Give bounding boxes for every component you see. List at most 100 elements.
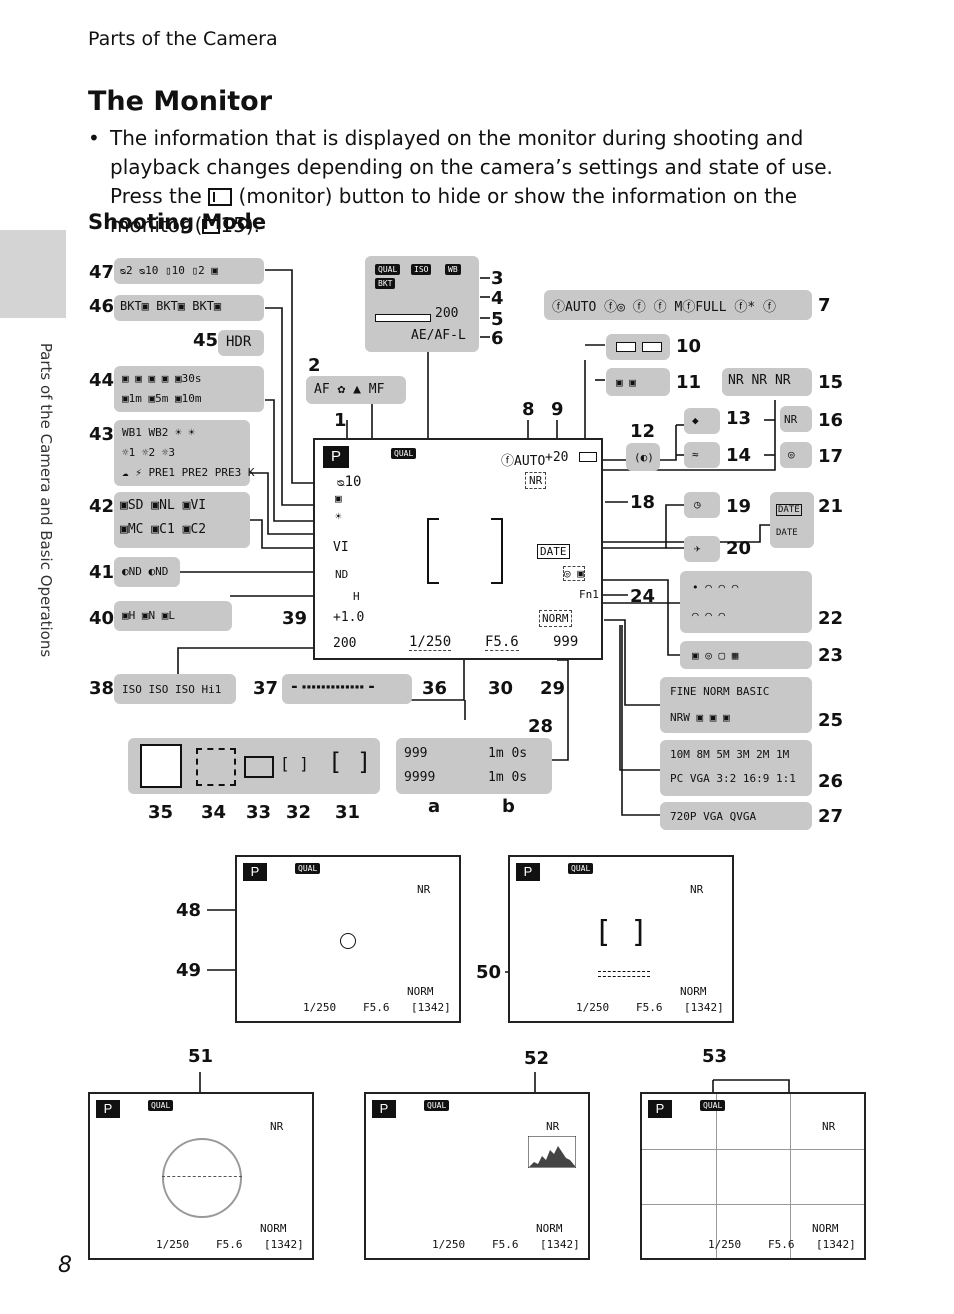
af-area-31: [ ]: [328, 748, 372, 776]
panel-exposure-meter: ▬ ▪▪▪▪▪▪▪▪▪▪▪▪▪ ▬: [282, 674, 412, 704]
mini-screen-53: P QUAL NR NORM [1342] 1/250 F5.6: [640, 1092, 866, 1260]
panel-hdr: HDR: [218, 330, 264, 356]
flash-options: ⓕAUTO ⓕ◎ ⓕ ⓕ MⓕFULL ⓕ* ⓕ: [552, 300, 777, 315]
mini-mode-icon: P: [96, 1100, 120, 1118]
memory-icons: ▣ ▣: [616, 376, 636, 389]
callout-39: 39: [282, 608, 308, 629]
qual-tag: QUAL: [391, 448, 417, 459]
panel-remaining: 999 9999 1m 0s 1m 0s: [396, 738, 552, 794]
self-timer-options: ᴓ2 ᴓ10 ▯10 ▯2 ▣: [120, 264, 219, 277]
mini-screen-48-49: P QUAL NR NORM [1342] 1/250 F5.6: [235, 855, 461, 1023]
nr-options: NR NR NR: [728, 373, 791, 388]
mini-count: [1342]: [264, 1238, 304, 1251]
grid-line-v1: [716, 1094, 717, 1258]
grid-line-v2: [790, 1094, 791, 1258]
mini-shutter: 1/250: [303, 1001, 337, 1014]
panel-iso: ISO ISO ISO Hi1: [114, 674, 236, 704]
remaining-a-1: 999: [404, 746, 428, 761]
eye-fi-icon: ◎: [788, 448, 795, 461]
callout-44: 44: [89, 370, 115, 391]
motion-detect-icon: ◆: [692, 414, 699, 427]
callout-b: b: [502, 796, 515, 817]
exposure-meter-strip: [598, 971, 650, 977]
af-area-right-bracket: [491, 518, 503, 584]
callout-23: 23: [818, 645, 844, 666]
metering-options: ▣ ◎ ▢ ▦: [692, 649, 739, 662]
continuous-options: ▣ ▣ ▣ ▣ ▣30s: [122, 372, 202, 385]
movie-options: 720P VGA QVGA: [670, 810, 757, 823]
mini-screen-52: P QUAL NR NORM [1342] 1/250 F5.6: [364, 1092, 590, 1260]
tag-qual: QUAL: [375, 264, 401, 275]
bullet-part3: 15).: [220, 213, 261, 237]
flash-mode-indicator: ⓕAUTO: [501, 454, 546, 469]
mini-norm: NORM: [536, 1222, 563, 1235]
mini-mode-icon: P: [372, 1100, 396, 1118]
mini-shutter: 1/250: [432, 1238, 466, 1251]
monitor-button-icon: [208, 188, 233, 206]
mini-aperture: F5.6: [363, 1001, 390, 1014]
callout-45: 45: [193, 330, 219, 351]
af-area-32: [ ]: [280, 754, 309, 773]
iso-options: ISO ISO ISO Hi1: [122, 683, 222, 696]
mini-mode-icon: P: [648, 1100, 672, 1118]
panel-focus-mode: AF ✿ ▲ MF: [306, 376, 406, 404]
mini-nr: NR: [270, 1120, 284, 1133]
mini-nr: NR: [417, 883, 431, 896]
panel-bracketing: BKT▣ BKT▣ BKT▣: [114, 295, 264, 321]
callout-33: 33: [246, 802, 272, 823]
panel-clock: ◷: [684, 492, 720, 518]
panel-af-area: [ ] [ ]: [128, 738, 380, 794]
panel-nd-filter: ◐ND ◐ND: [114, 557, 180, 587]
panel-motion-detect: ◆: [684, 408, 720, 434]
callout-17: 17: [818, 446, 844, 467]
nd-filter-options: ◐ND ◐ND: [122, 565, 169, 578]
nr-burst-icon: NR: [784, 413, 798, 426]
panel-flash: ⓕAUTO ⓕ◎ ⓕ ⓕ MⓕFULL ⓕ* ⓕ: [544, 290, 812, 320]
mini-qual-tag: QUAL: [295, 863, 321, 874]
callout-13: 13: [726, 408, 752, 429]
date-imprint-readout: DATE: [537, 544, 570, 559]
iso-readout: 200: [333, 636, 357, 651]
callout-51: 51: [188, 1046, 214, 1067]
zoom-readout: 200: [435, 306, 459, 321]
callout-21: 21: [818, 496, 844, 517]
shutter-speed-readout: 1/250: [409, 634, 452, 651]
panel-top-info: QUAL ISO WB BKT 200 AE/AF-L: [365, 256, 479, 352]
callout-11: 11: [676, 372, 702, 393]
panel-image-quality: FINE NORM BASIC NRW ▣ ▣ ▣: [660, 677, 812, 733]
mini-qual-tag: QUAL: [568, 863, 594, 874]
panel-continuous: ▣ ▣ ▣ ▣ ▣30s ▣1m ▣5m ▣10m: [114, 366, 264, 412]
callout-27: 27: [818, 806, 844, 827]
af-area-left-bracket: [427, 518, 439, 584]
callout-9: 9: [551, 399, 564, 420]
af-area-34: [196, 748, 236, 786]
wind-noise-icon: ≈: [692, 448, 699, 461]
panel-memory: ▣ ▣: [606, 368, 670, 396]
size-row-2: PC VGA 3:2 16:9 1:1: [670, 772, 796, 785]
picture-control-row-2: ▣MC ▣C1 ▣C2: [120, 522, 207, 537]
grid-line-h1: [642, 1149, 864, 1150]
callout-41: 41: [89, 562, 115, 583]
callout-35: 35: [148, 802, 174, 823]
callout-46: 46: [89, 296, 115, 317]
callout-49: 49: [176, 960, 202, 981]
ae-af-lock: AE/AF-L: [411, 328, 466, 343]
panel-noise-reduction: NR NR NR: [722, 368, 812, 396]
callout-4: 4: [491, 288, 504, 309]
callout-52: 52: [524, 1048, 550, 1069]
callout-6: 6: [491, 328, 504, 349]
active-dlighting-icon: H: [353, 590, 360, 603]
remaining-exposures: 999: [553, 634, 579, 650]
target-circle: [340, 933, 356, 949]
date-imprint-1: DATE: [776, 504, 802, 516]
callout-14: 14: [726, 445, 752, 466]
callout-29: 29: [540, 678, 566, 699]
metering-icons: ◎ ▣: [563, 566, 585, 581]
mini-mode-icon: P: [516, 863, 540, 881]
panel-movie-options: 720P VGA QVGA: [660, 802, 812, 830]
mini-shutter: 1/250: [156, 1238, 190, 1251]
focus-mode-options: AF ✿ ▲ MF: [314, 382, 385, 397]
callout-53: 53: [702, 1046, 728, 1067]
callout-8: 8: [522, 399, 535, 420]
callout-42: 42: [89, 496, 115, 517]
